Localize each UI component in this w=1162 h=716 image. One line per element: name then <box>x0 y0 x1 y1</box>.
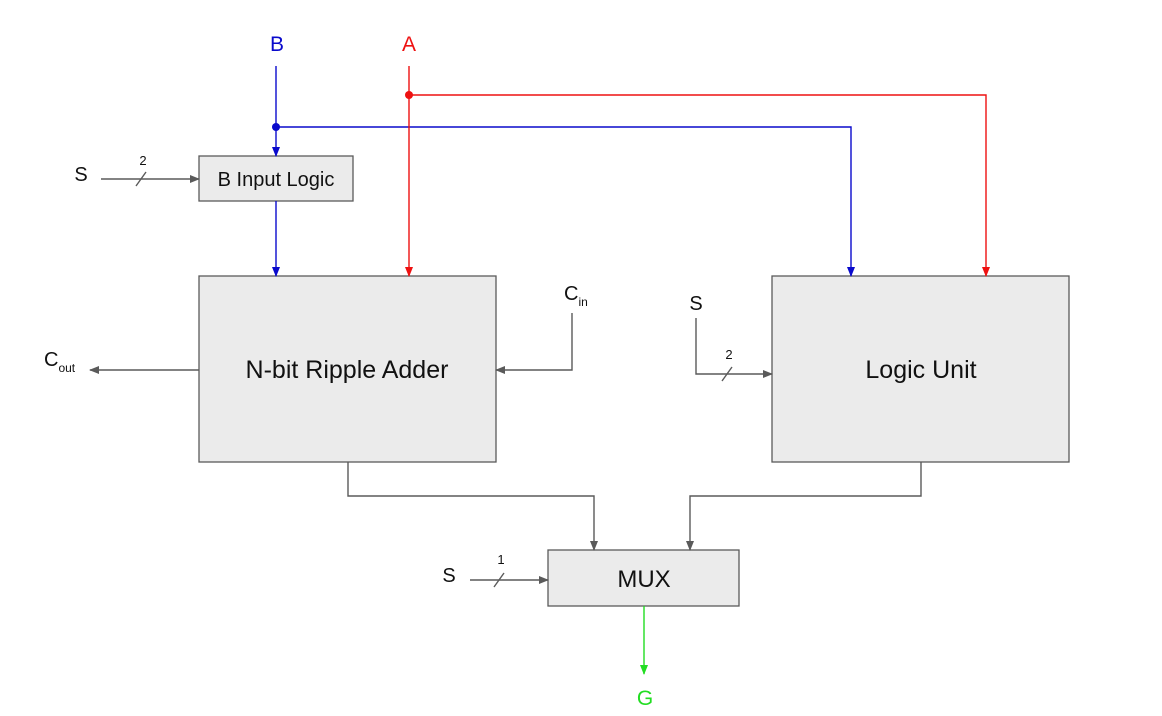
adder-to-mux-wire <box>347 462 598 551</box>
cin-label: Cin <box>564 283 588 309</box>
s-logic-unit-width: 2 <box>725 347 732 362</box>
ripple-adder-label: N-bit Ripple Adder <box>246 356 449 384</box>
s-mux-width: 1 <box>497 552 504 567</box>
s-logic-unit-bus-slash <box>721 366 733 382</box>
a-wire-to-logic-unit <box>409 94 990 277</box>
s-mux-label: S <box>442 565 455 587</box>
s-b-logic-width: 2 <box>139 153 146 168</box>
b-wire-to-logic-unit <box>276 126 855 277</box>
ripple-adder-block <box>198 275 497 463</box>
cout-label: Cout <box>44 349 76 375</box>
mux-block <box>547 549 740 607</box>
b-input-logic-block <box>198 155 354 202</box>
output-g-label: G <box>637 687 653 710</box>
s-logic-unit-label: S <box>689 293 702 315</box>
b-input-logic-label: B Input Logic <box>218 169 335 191</box>
s-logic-unit-wire <box>695 318 773 378</box>
logic-unit-block <box>771 275 1070 463</box>
s-b-logic-bus-slash <box>135 171 147 187</box>
a-junction-dot <box>405 91 413 99</box>
s-mux-bus-slash <box>493 572 505 588</box>
logic-unit-label: Logic Unit <box>865 356 976 384</box>
s-b-logic-label: S <box>74 164 87 186</box>
logic-unit-to-mux-wire <box>686 462 922 551</box>
cin-wire <box>495 313 573 374</box>
b-junction-dot <box>272 123 280 131</box>
mux-label: MUX <box>617 566 670 593</box>
input-b-label: B <box>270 33 284 56</box>
input-a-label: A <box>402 33 416 56</box>
